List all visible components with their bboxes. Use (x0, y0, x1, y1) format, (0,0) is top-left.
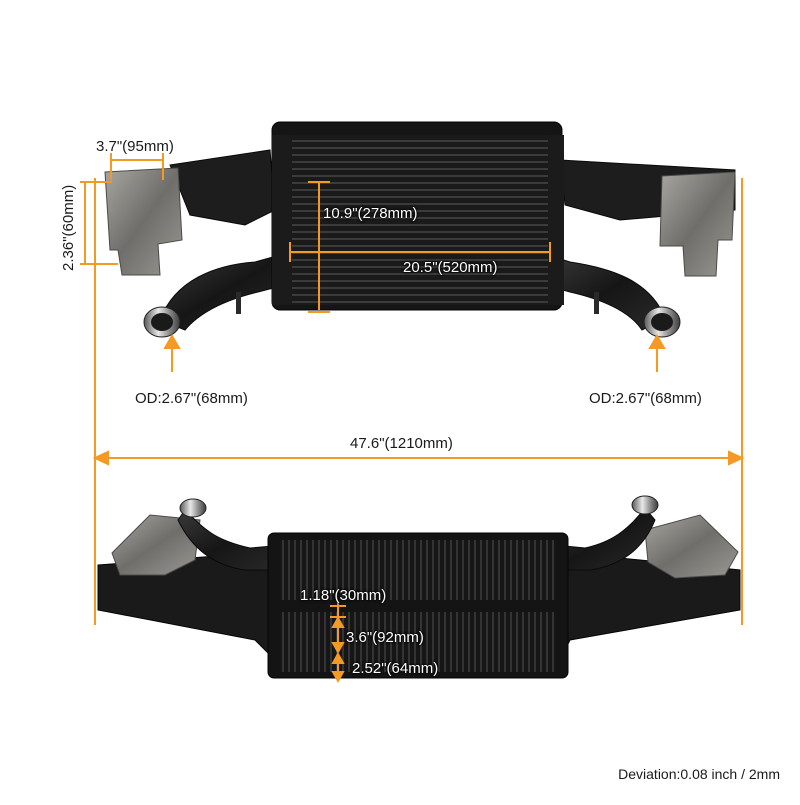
left-mounting-arm (169, 149, 276, 226)
core-fins (290, 135, 550, 305)
right-pipe-opening (651, 313, 673, 331)
overall-width-label: 47.6"(1210mm) (350, 435, 453, 452)
core-width-label: 20.5"(520mm) (403, 259, 498, 276)
bracket-width-label: 3.7"(95mm) (96, 138, 174, 155)
core-thickness-arrow-top (331, 615, 345, 628)
top-view-dimension-lines (80, 153, 745, 625)
end-tank-top-label: 1.18"(30mm) (300, 587, 387, 604)
inlet-od-label: OD:2.67"(68mm) (135, 390, 248, 407)
bracket-height-label: 2.36"(60mm) (60, 184, 77, 271)
core-thickness-label: 3.6"(92mm) (346, 629, 424, 646)
left-stud (236, 292, 241, 314)
outlet-od-label: OD:2.67"(68mm) (589, 390, 702, 407)
intercooler-top-view (104, 121, 736, 338)
bottom-left-pipe-outlet (179, 498, 207, 518)
left-od-arrowhead (163, 334, 181, 349)
end-tank-left (272, 135, 292, 305)
bottom-core-fins-lower (280, 612, 556, 672)
right-stud (594, 292, 599, 314)
intercooler-bottom-view (97, 495, 741, 679)
end-tank-bottom-arrow-top (331, 651, 345, 664)
bottom-right-pipe-outlet (631, 495, 659, 515)
left-bracket-plate (104, 167, 183, 276)
bottom-left-pipe (177, 509, 286, 571)
deviation-note: Deviation:0.08 inch / 2mm (618, 766, 780, 782)
left-pipe-opening (151, 313, 173, 331)
end-tank-right (548, 135, 564, 305)
end-tank-bottom-label: 2.52"(64mm) (352, 660, 439, 677)
bottom-right-bracket (644, 514, 739, 579)
bottom-view-dimension-lines (330, 601, 346, 684)
core-height-label: 10.9"(278mm) (323, 205, 418, 222)
overall-width-arrow-right (728, 450, 745, 466)
core-thickness-arrow-bottom (331, 642, 345, 655)
overall-width-arrow-left (92, 450, 109, 466)
right-od-arrowhead (648, 334, 666, 349)
bottom-core-fins (280, 540, 556, 600)
bottom-right-pipe (554, 507, 656, 571)
right-bracket-plate (659, 171, 736, 277)
end-tank-bottom-arrow-bottom (331, 671, 345, 684)
bottom-left-bracket (111, 514, 201, 576)
